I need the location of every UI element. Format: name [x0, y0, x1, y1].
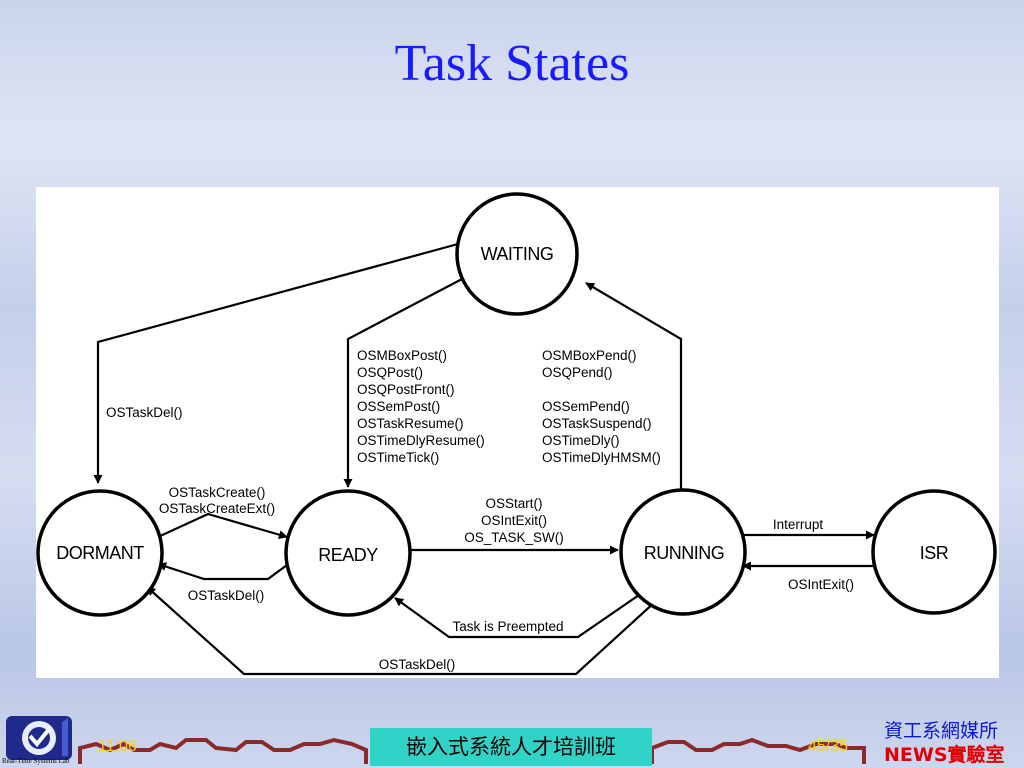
label-os-start: OSStart() — [485, 496, 542, 511]
state-label-running: RUNNING — [644, 543, 725, 563]
edge-ready-to-dormant — [157, 562, 288, 581]
running-to-waiting-calls: OSMBoxPend() OSQPend() OSSemPend() OSTas… — [542, 348, 661, 465]
state-running — [619, 488, 747, 616]
slide-title: Task States — [394, 35, 630, 92]
label-os-task-sw: OS_TASK_SW() — [464, 530, 564, 545]
label-isr-int-exit: OSIntExit() — [788, 577, 854, 592]
state-dormant — [36, 489, 164, 617]
org-name-line1: 資工系網媒所 — [884, 720, 999, 742]
edge-waiting-to-dormant — [93, 242, 459, 484]
call-label: OSSemPend() — [542, 399, 630, 414]
edge-running-to-waiting — [585, 282, 683, 489]
ready-from-waiting-calls: OSMBoxPost() OSQPost() OSQPostFront() OS… — [357, 348, 485, 465]
edge-running-to-dormant — [146, 586, 657, 676]
edge-waiting-to-ready — [343, 278, 463, 488]
label-task-del-bottom: OSTaskDel() — [379, 657, 456, 672]
call-label: OSTimeDlyHMSM() — [542, 450, 661, 465]
state-isr — [871, 489, 997, 615]
lab-logo-icon — [6, 716, 72, 760]
state-label-dormant: DORMANT — [56, 543, 144, 563]
label-task-del-mid: OSTaskDel() — [188, 588, 265, 603]
footer-skyline-decoration — [78, 737, 866, 764]
call-label: OSMBoxPend() — [542, 348, 637, 363]
label-task-preempted: Task is Preempted — [452, 619, 563, 634]
task-state-diagram: WAITING DORMANT READY RUNNING ISR OSTask… — [36, 192, 997, 676]
edge-running-to-ready — [394, 594, 640, 639]
call-label: OSTimeDly() — [542, 433, 620, 448]
call-label: OSQPost() — [357, 365, 423, 380]
label-task-del-left: OSTaskDel() — [106, 405, 183, 420]
call-label: OSTaskResume() — [357, 416, 464, 431]
org-name-line2: NEWS實驗室 — [884, 744, 1005, 766]
call-label: OSTimeDlyResume() — [357, 433, 485, 448]
call-label: OSSemPost() — [357, 399, 440, 414]
label-interrupt: Interrupt — [773, 517, 824, 532]
label-task-create: OSTaskCreate() — [169, 485, 266, 500]
call-label: OSTimeTick() — [357, 450, 439, 465]
edge-dormant-to-ready — [157, 512, 288, 540]
state-label-isr: ISR — [920, 543, 949, 563]
state-waiting — [455, 192, 579, 316]
state-label-ready: READY — [318, 545, 378, 565]
course-banner: 嵌入式系統人才培訓班 — [370, 728, 652, 766]
state-diagram-panel: WAITING DORMANT READY RUNNING ISR OSTask… — [36, 187, 999, 678]
state-ready — [284, 489, 412, 617]
state-label-waiting: WAITING — [481, 244, 554, 264]
label-task-create-ext: OSTaskCreateExt() — [159, 501, 275, 516]
slide-time: 11:06 — [98, 738, 137, 755]
call-label: OSQPostFront() — [357, 382, 455, 397]
label-os-int-exit: OSIntExit() — [481, 513, 547, 528]
call-label: OSMBoxPost() — [357, 348, 447, 363]
page-number: 45/35 — [808, 738, 849, 755]
call-label: OSTaskSuspend() — [542, 416, 652, 431]
call-label: OSQPend() — [542, 365, 613, 380]
lab-logo-text: Real-Time Systems Lab — [2, 757, 70, 765]
